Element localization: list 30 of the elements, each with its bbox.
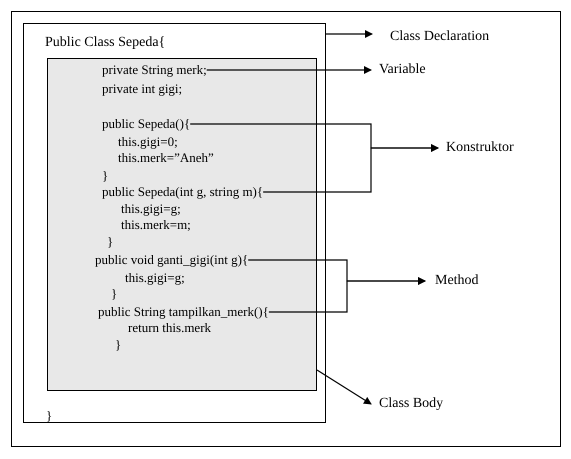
code-line: } <box>111 286 118 302</box>
leader-arrow <box>263 144 439 193</box>
class-heading: Public Class Sepeda{ <box>45 34 166 52</box>
code-line: this.gigi=0; <box>118 134 178 150</box>
leader-arrow <box>326 30 373 38</box>
code-line: private int gigi; <box>102 81 182 97</box>
annotation-label: Method <box>435 273 479 289</box>
code-line: this.merk=m; <box>121 217 191 233</box>
leader-arrow <box>316 370 372 405</box>
code-line: } <box>107 234 114 250</box>
code-line: public void ganti_gigi(int g){ <box>95 252 248 268</box>
code-line: } <box>102 168 108 184</box>
closing-brace: } <box>46 407 52 425</box>
code-line: private String merk; <box>102 62 207 78</box>
class-frame <box>23 23 326 423</box>
leader-arrow <box>206 66 372 74</box>
annotation-label: Class Body <box>379 396 444 412</box>
code-line: return this.merk <box>128 320 212 336</box>
code-line: this.gigi=g; <box>121 201 181 217</box>
code-line: public Sepeda(){ <box>102 116 190 132</box>
annotation-label: Variable <box>379 62 426 78</box>
annotation-label: Class Declaration <box>390 29 490 45</box>
code-line: } <box>115 337 122 353</box>
class-body-panel <box>47 58 317 391</box>
annotation-label: Konstruktor <box>446 140 514 156</box>
code-line: public Sepeda(int g, string m){ <box>102 184 264 200</box>
code-line: this.merk=”Aneh” <box>118 150 214 166</box>
code-line: public String tampilkan_merk(){ <box>98 304 269 320</box>
code-line: this.gigi=g; <box>125 270 185 286</box>
leader-arrow <box>268 277 426 313</box>
